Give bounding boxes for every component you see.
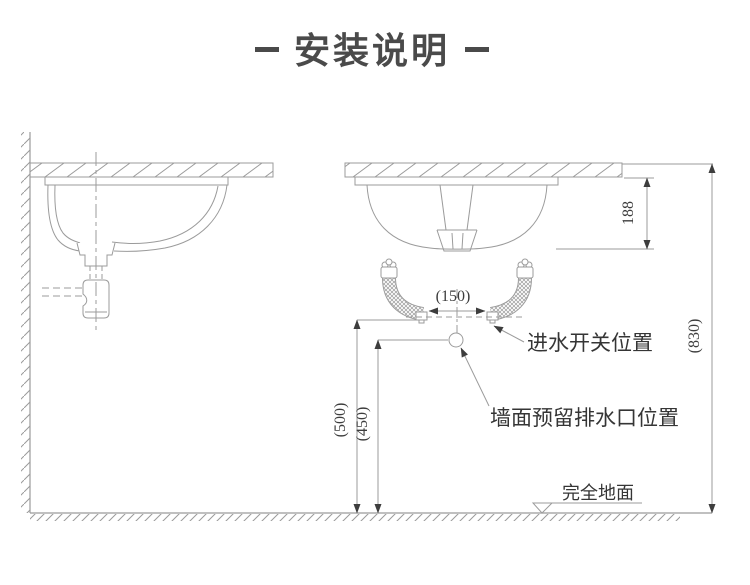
drain-cup-inner [451, 232, 464, 250]
drain-cup [436, 229, 478, 252]
bowl-back-outer [47, 184, 81, 252]
p-trap [82, 279, 110, 319]
countertop-front [344, 162, 623, 178]
drain-outlet-circle [448, 332, 464, 348]
dim-basin-depth: 188 [556, 177, 654, 250]
dim-faucet-spacing: (150) [428, 288, 486, 315]
dim-150-value: (150) [436, 288, 471, 305]
drain-outlet-callout: 墙面预留排水口位置 [460, 347, 679, 430]
level-symbol-icon [531, 502, 554, 514]
inlet-switch-leader-arrow [493, 325, 525, 343]
hose-left-top-connector [380, 266, 398, 279]
countertop-side [29, 162, 274, 178]
water-supply-hoses [380, 258, 534, 333]
dim-450-value: (450) [354, 407, 371, 442]
basin-rim-side [44, 176, 229, 186]
bowl-outline-front [366, 184, 548, 250]
wall [21, 132, 31, 513]
drain-outlet-leader-arrow [460, 347, 490, 407]
bowl-back-inner [54, 184, 81, 244]
basin-rim-front [354, 176, 559, 186]
dim-500-value: (500) [332, 403, 349, 438]
hose-right-bottom-connector [486, 311, 499, 321]
dim-counter-height: (830) [686, 163, 716, 514]
bowl-sweep-inner [111, 185, 219, 244]
dim-830-value: (830) [686, 319, 703, 354]
title-dash-right [465, 47, 489, 52]
hose-right-connector-bump [521, 258, 529, 266]
floor-level-label: 完全地面 [562, 483, 634, 503]
floor-level-callout: 完全地面 [531, 483, 642, 514]
hose-right-bottom-nub [489, 319, 496, 324]
ground [30, 512, 712, 521]
dim-188-value: 188 [620, 201, 637, 225]
drain-outlet-label: 墙面预留排水口位置 [490, 406, 679, 430]
hose-left-bottom-nub [418, 319, 425, 324]
overflow-column-right [466, 184, 474, 231]
inlet-switch-label: 进水开关位置 [527, 331, 653, 355]
inlet-switch-callout: 进水开关位置 [493, 325, 653, 355]
hose-left-bottom-connector [415, 311, 428, 321]
overflow-column-left [439, 184, 447, 231]
hose-right-top-connector [516, 266, 534, 279]
dim-inlet-height: (500) [332, 319, 418, 514]
wall-hatching [21, 132, 30, 513]
basin-front-view [344, 162, 713, 252]
basin-side-view [29, 152, 274, 332]
hose-left-connector-bump [385, 258, 393, 266]
bowl-sweep-outer [113, 184, 228, 252]
ground-hatching [30, 514, 680, 521]
page-title: 安装说明 [294, 30, 450, 71]
title-dash-left [255, 47, 279, 52]
dim-drain-height: (450) [354, 339, 448, 514]
